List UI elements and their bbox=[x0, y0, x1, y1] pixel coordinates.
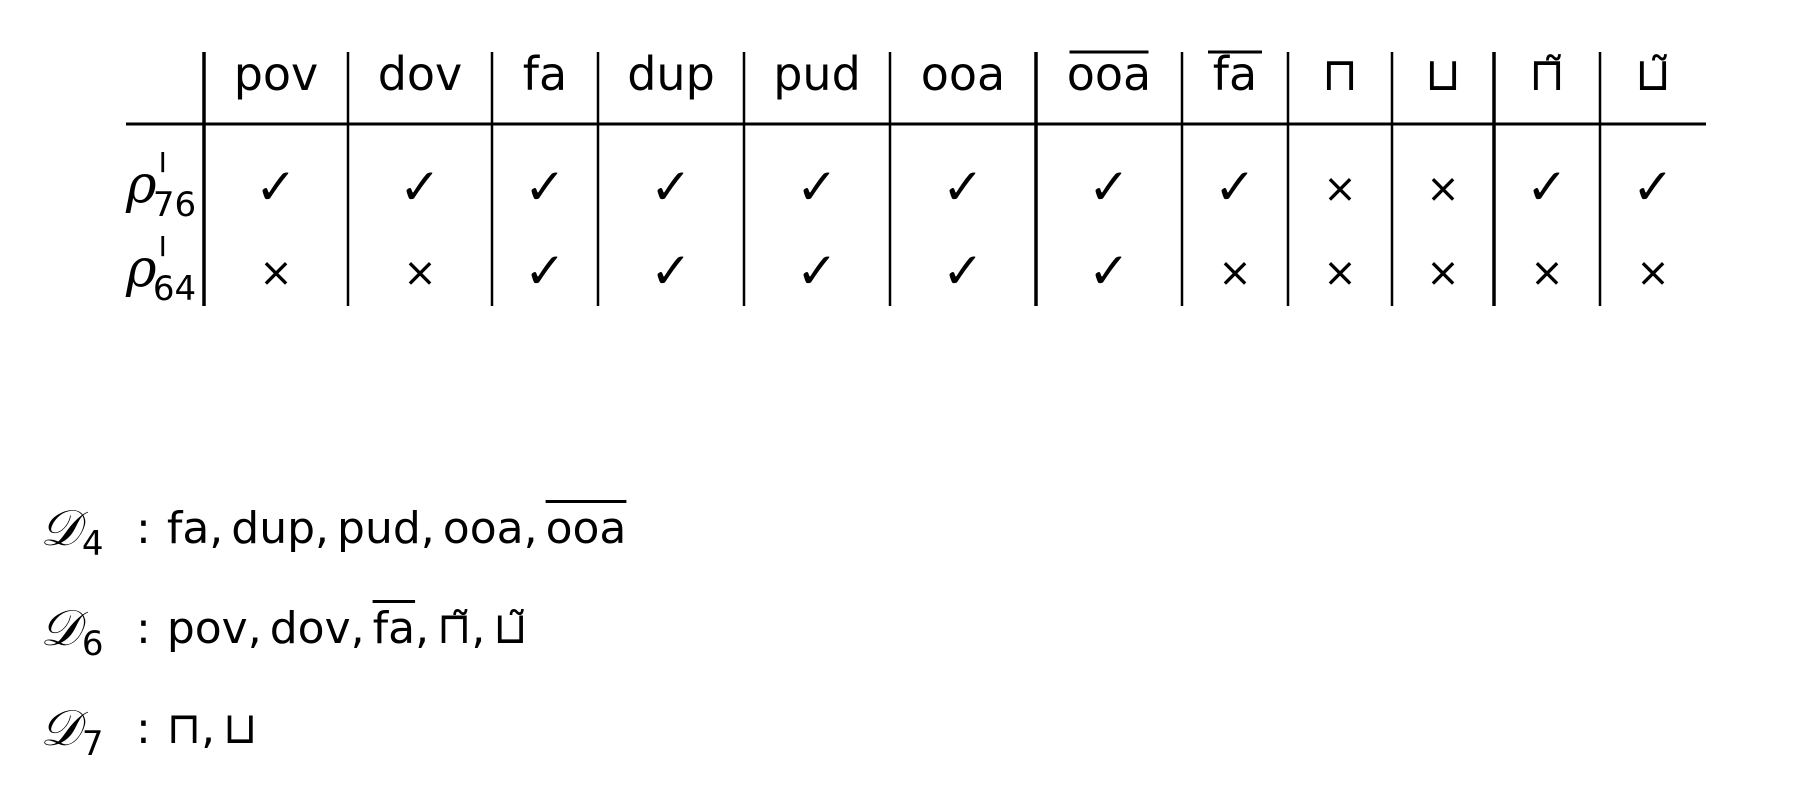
row-subscript: 64 bbox=[153, 269, 196, 309]
separator: , bbox=[209, 502, 224, 554]
cross-mark: × bbox=[259, 250, 293, 296]
operator-label: fa bbox=[166, 502, 210, 554]
separator: , bbox=[247, 602, 262, 654]
check-mark: ✓ bbox=[399, 158, 441, 216]
definition-subscript: 7 bbox=[81, 723, 104, 764]
cross-mark: × bbox=[1636, 250, 1670, 296]
column-header: dov bbox=[378, 47, 463, 101]
check-mark: ✓ bbox=[796, 158, 838, 216]
definition-colon: : bbox=[136, 602, 151, 654]
cross-mark: × bbox=[1426, 166, 1460, 212]
operator-label: ooa bbox=[442, 502, 524, 554]
definition-colon: : bbox=[136, 502, 151, 554]
column-header: pov bbox=[234, 47, 319, 101]
check-mark: ✓ bbox=[1526, 158, 1568, 216]
check-mark: ✓ bbox=[524, 242, 566, 300]
definition-subscript: 4 bbox=[81, 523, 104, 564]
separator: , bbox=[350, 602, 365, 654]
operator-label: pud bbox=[337, 502, 421, 554]
operator-label: dov bbox=[269, 602, 351, 654]
separator: , bbox=[201, 702, 216, 754]
column-header: ooa bbox=[921, 47, 1005, 101]
operator-label: ⊓̃ bbox=[437, 602, 472, 654]
check-mark: ✓ bbox=[255, 158, 297, 216]
check-mark: ✓ bbox=[650, 158, 692, 216]
definition-operators: fa,dup,pud,ooa,ooa bbox=[167, 503, 627, 554]
column-header: ⊔̃ bbox=[1635, 47, 1671, 101]
operator-label: pov bbox=[166, 602, 248, 654]
cross-mark: × bbox=[1530, 250, 1564, 296]
definition-operators: pov,dov,fa,⊓̃,⊔̃ bbox=[167, 603, 528, 654]
column-header: fa bbox=[1213, 47, 1257, 101]
cross-mark: × bbox=[1323, 250, 1357, 296]
check-mark: ✓ bbox=[650, 242, 692, 300]
column-header: pud bbox=[773, 47, 861, 101]
definition-operators: ⊓,⊔ bbox=[167, 703, 258, 754]
operator-label: ⊓ bbox=[166, 702, 202, 754]
operator-label: ooa bbox=[545, 502, 627, 554]
row-subscript: 76 bbox=[153, 185, 196, 225]
check-mark: ✓ bbox=[524, 158, 566, 216]
row-header: ρI 64 bbox=[125, 230, 196, 309]
definition-letter: 𝒟 bbox=[40, 698, 80, 757]
cross-mark: × bbox=[403, 250, 437, 296]
row-superscript: I bbox=[159, 230, 167, 263]
definition-colon: : bbox=[136, 702, 151, 754]
check-mark: ✓ bbox=[1088, 158, 1130, 216]
cross-mark: × bbox=[1218, 250, 1252, 296]
separator: , bbox=[415, 602, 430, 654]
operator-label: ⊔̃ bbox=[493, 602, 528, 654]
cross-mark: × bbox=[1426, 250, 1460, 296]
check-mark: ✓ bbox=[1214, 158, 1256, 216]
definition-subscript: 6 bbox=[81, 623, 104, 664]
check-mark: ✓ bbox=[1632, 158, 1674, 216]
separator: , bbox=[471, 602, 486, 654]
check-mark: ✓ bbox=[942, 158, 984, 216]
table-header-row: pov dov fa dup pud ooa ooa fa ⊓ ⊔ ⊓̃ ⊔̃ bbox=[234, 47, 1671, 101]
column-header: dup bbox=[627, 47, 715, 101]
check-mark: ✓ bbox=[796, 242, 838, 300]
table-grid bbox=[126, 52, 1706, 306]
column-header: ⊔ bbox=[1425, 47, 1461, 101]
row-symbol: ρ bbox=[125, 239, 157, 299]
separator: , bbox=[420, 502, 435, 554]
check-mark: ✓ bbox=[942, 242, 984, 300]
row-header: ρI 76 bbox=[125, 146, 196, 225]
operator-label: ⊔ bbox=[223, 702, 258, 754]
column-header: ⊓ bbox=[1322, 47, 1358, 101]
definition-letter: 𝒟 bbox=[40, 498, 80, 557]
row-symbol: ρ bbox=[125, 155, 157, 215]
column-header: ooa bbox=[1067, 47, 1151, 101]
separator: , bbox=[523, 502, 538, 554]
operator-label: dup bbox=[231, 502, 316, 554]
check-mark: ✓ bbox=[1088, 242, 1130, 300]
column-header: fa bbox=[523, 47, 567, 101]
column-header: ⊓̃ bbox=[1529, 47, 1565, 101]
cross-mark: × bbox=[1323, 166, 1357, 212]
operator-label: fa bbox=[372, 602, 416, 654]
separator: , bbox=[315, 502, 330, 554]
definition-letter: 𝒟 bbox=[40, 598, 80, 657]
row-superscript: I bbox=[159, 146, 167, 179]
